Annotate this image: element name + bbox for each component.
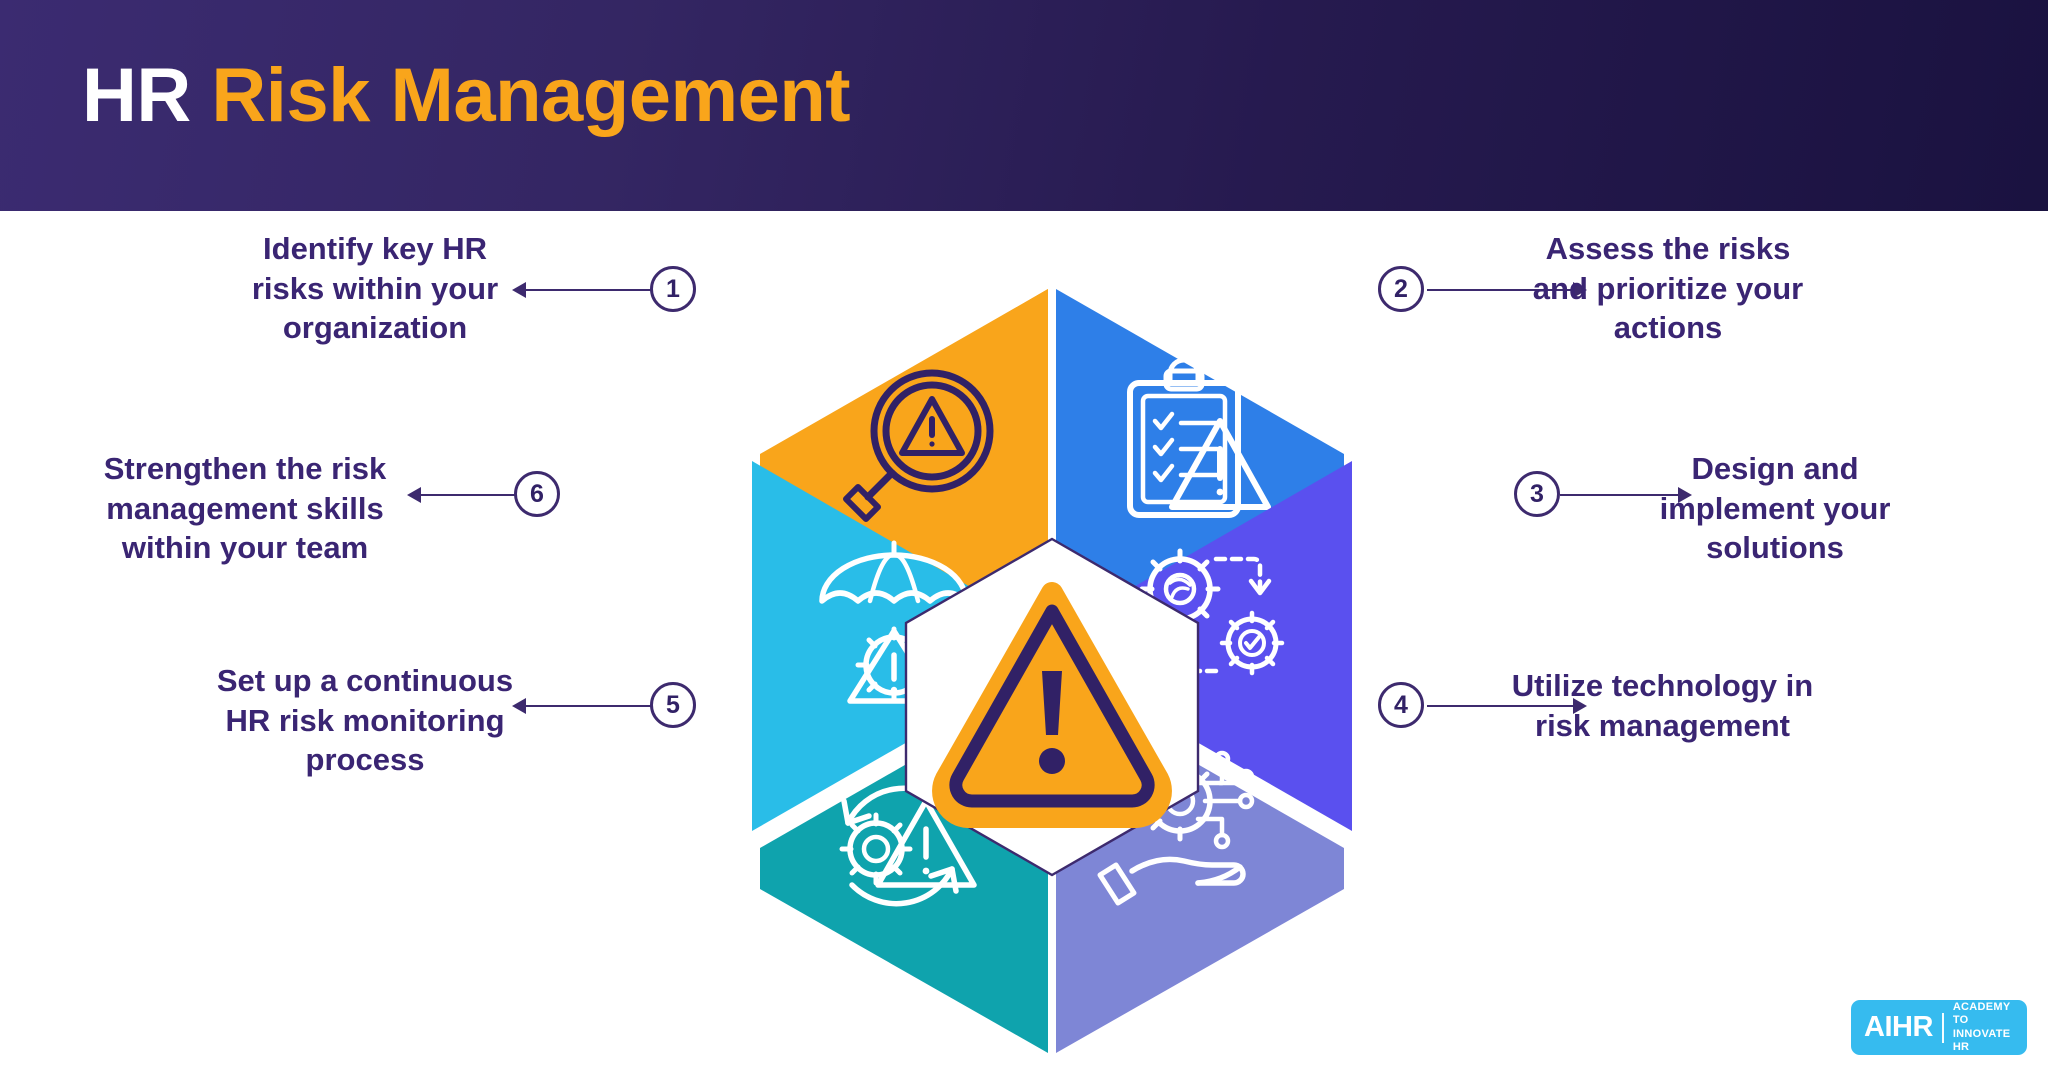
step-number-1[interactable]: 1 — [650, 266, 696, 312]
connector-line-3 — [1560, 494, 1680, 496]
page-title: HR Risk Management — [82, 58, 851, 134]
step-caption-5-line-1: Set up a continuous — [216, 663, 514, 698]
aihr-logo-tagline: ACADEMY TO INNOVATE HR — [1953, 1001, 2027, 1055]
aihr-logo-tagline-line-2: INNOVATE HR — [1952, 1027, 2011, 1053]
aihr-logo-mark: AIHR — [1864, 1011, 1933, 1043]
step-caption-4-line-1: Utilize technology in — [1511, 668, 1814, 703]
gear-warning-refresh-icon — [839, 785, 977, 907]
step-caption-2-line-3: actions — [1613, 310, 1723, 346]
step-caption-1-line-2: risks within your — [251, 270, 499, 306]
hex-segment-1[interactable] — [760, 289, 1048, 663]
connector-arrowhead-2 — [1573, 282, 1587, 298]
connector-line-4 — [1427, 705, 1575, 707]
step-caption-3-line-3: solutions — [1706, 530, 1844, 566]
step-caption-5-line-3: process — [305, 742, 425, 778]
step-caption-6-line-2: management skills — [106, 490, 384, 526]
step-caption-2: Assess the risks and prioritize your act… — [1508, 229, 1828, 348]
aihr-logo: AIHR ACADEMY TO INNOVATE HR — [1851, 1000, 2027, 1055]
step-caption-4: Utilize technology in risk management — [1490, 666, 1835, 745]
step-number-6-value: 6 — [530, 479, 544, 508]
connector-arrowhead-3 — [1678, 487, 1692, 503]
step-caption-1-line-3: organization — [282, 310, 468, 346]
step-caption-5-line-2: HR risk monitoring — [225, 702, 505, 738]
magnifier-warning-icon — [843, 369, 994, 522]
step-caption-4-line-2: risk management — [1535, 707, 1790, 743]
step-caption-3-line-2: implement your — [1659, 490, 1891, 526]
connector-line-2 — [1427, 289, 1575, 291]
clipboard-checklist-warning-icon — [1127, 357, 1271, 518]
step-number-1-value: 1 — [666, 274, 680, 303]
hex-segment-2[interactable] — [1056, 289, 1344, 663]
step-caption-3-line-1: Design and — [1691, 451, 1859, 486]
step-caption-5: Set up a continuous HR risk monitoring p… — [195, 661, 535, 780]
connector-arrowhead-1 — [512, 282, 526, 298]
infographic-stage: Identify key HR risks within your organi… — [0, 211, 2048, 1071]
step-number-6[interactable]: 6 — [514, 471, 560, 517]
aihr-logo-tagline-line-1: ACADEMY TO — [1952, 1000, 2011, 1027]
step-caption-6: Strengthen the risk management skills wi… — [80, 449, 410, 568]
aihr-logo-divider — [1941, 1012, 1944, 1043]
page-title-risk-management: Risk Management — [211, 53, 851, 138]
step-number-4[interactable]: 4 — [1378, 682, 1424, 728]
connector-arrowhead-5 — [512, 698, 526, 714]
hexagon-diagram — [700, 271, 1400, 1071]
connector-arrowhead-6 — [407, 487, 421, 503]
step-number-5[interactable]: 5 — [650, 682, 696, 728]
connector-line-6 — [420, 494, 540, 496]
step-caption-2-line-2: and prioritize your — [1532, 270, 1804, 306]
connector-line-1 — [525, 289, 673, 291]
page-title-hr: HR — [82, 53, 212, 138]
step-caption-3: Design and implement your solutions — [1630, 449, 1920, 568]
warning-triangle-icon — [932, 582, 1172, 828]
step-number-5-value: 5 — [666, 690, 680, 719]
step-number-4-value: 4 — [1394, 690, 1408, 719]
step-number-3-value: 3 — [1530, 479, 1544, 508]
step-number-2[interactable]: 2 — [1378, 266, 1424, 312]
step-caption-6-line-1: Strengthen the risk — [103, 451, 387, 486]
page-header: HR Risk Management — [0, 0, 2048, 211]
step-caption-2-line-1: Assess the risks — [1545, 231, 1791, 266]
step-number-3[interactable]: 3 — [1514, 471, 1560, 517]
step-caption-1: Identify key HR risks within your organi… — [225, 229, 525, 348]
center-hexagon — [904, 537, 1200, 877]
connector-arrowhead-4 — [1573, 698, 1587, 714]
connector-line-5 — [525, 705, 673, 707]
step-number-2-value: 2 — [1394, 274, 1408, 303]
step-caption-6-line-3: within your team — [121, 530, 369, 566]
step-caption-1-line-1: Identify key HR — [263, 231, 487, 266]
